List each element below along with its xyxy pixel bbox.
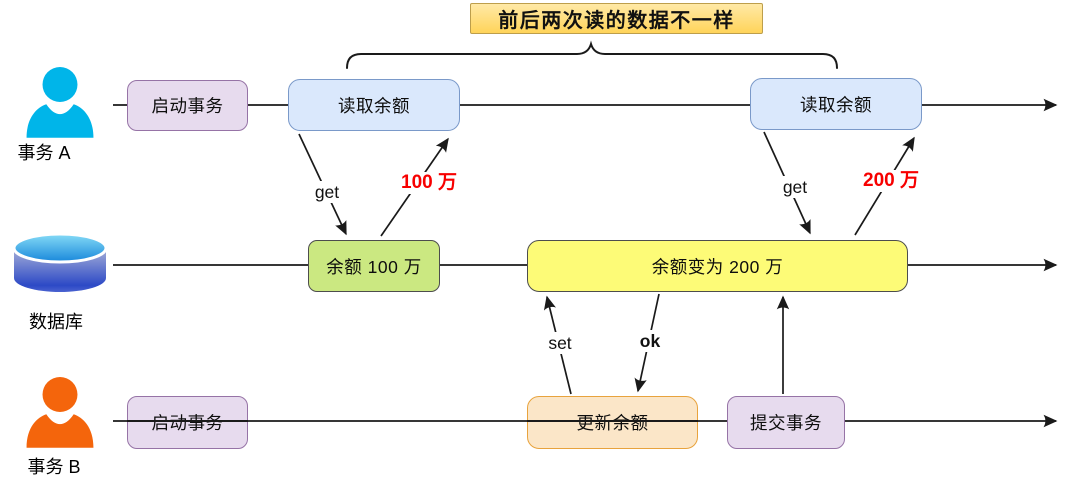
curly-brace (346, 40, 838, 69)
label-return-100: 100 万 (392, 172, 466, 194)
actor-label-transaction-b: 事务 B (27, 457, 81, 477)
person-icon (26, 67, 94, 138)
node-b-start-transaction: 启动事务 (127, 396, 248, 449)
person-icon (26, 377, 94, 448)
label-set: set (536, 332, 584, 354)
label-return-200: 200 万 (854, 170, 928, 192)
node-db-balance-100: 余额 100 万 (308, 240, 440, 292)
database-icon (12, 232, 108, 292)
actor-label-database: 数据库 (29, 312, 83, 332)
timeline-overlay-b-start (127, 420, 248, 422)
node-a-read-balance-2: 读取余额 (750, 78, 922, 130)
node-a-read-balance-1: 读取余额 (288, 79, 460, 131)
node-db-balance-200: 余额变为 200 万 (527, 240, 908, 292)
node-b-update-balance: 更新余额 (527, 396, 698, 449)
label-ok: ok (626, 330, 674, 352)
node-b-commit-transaction: 提交事务 (727, 396, 845, 449)
node-a-start-transaction: 启动事务 (127, 80, 248, 131)
label-get-1: get (302, 181, 352, 203)
callout-note: 前后两次读的数据不一样 (470, 3, 763, 34)
actor-label-transaction-a: 事务 A (17, 143, 71, 163)
timeline-overlay-b-update (527, 420, 698, 422)
label-get-2: get (770, 176, 820, 198)
